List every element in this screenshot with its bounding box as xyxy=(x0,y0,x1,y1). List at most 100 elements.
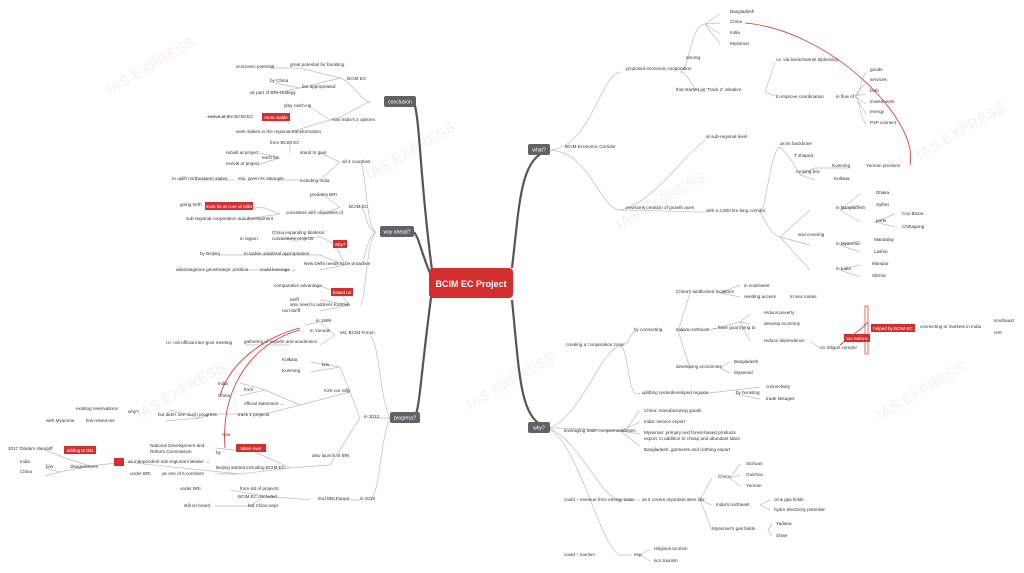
branch-way-ahead[interactable]: way ahead? xyxy=(380,226,414,237)
conclusion-subtree: BCIM EC great potential for boosting eco… xyxy=(208,62,375,134)
svg-text:on Siliguri corridor: on Siliguri corridor xyxy=(820,345,857,350)
branch-conclusion[interactable]: conclusion xyxy=(384,96,416,107)
svg-text:envisions creation of growth a: envisions creation of growth axes xyxy=(626,205,695,210)
svg-text:T shaped: T shaped xyxy=(794,153,814,158)
svg-text:China: China xyxy=(730,19,742,24)
svg-text:India: India xyxy=(218,381,228,386)
svg-text:taken over: taken over xyxy=(240,446,262,451)
svg-text:from list of projects: from list of projects xyxy=(240,486,279,491)
svg-text:way ahead?: way ahead? xyxy=(384,230,411,236)
svg-text:hydro electricity potential: hydro electricity potential xyxy=(774,507,825,512)
note-red-small xyxy=(114,458,124,466)
svg-text:IAS EXPRESS: IAS EXPRESS xyxy=(104,34,199,99)
note-based-on: based on xyxy=(331,288,353,296)
svg-text:connecting to markets in India: connecting to markets in India xyxy=(920,324,981,329)
svg-text:leveraging trade complementari: leveraging trade complementarities xyxy=(564,428,636,433)
svg-text:energy: energy xyxy=(870,109,885,114)
svg-text:connectivity: connectivity xyxy=(766,384,791,389)
svg-text:to tackle unilateral appropria: to tackle unilateral appropriation xyxy=(244,251,310,256)
svg-text:Sichuan: Sichuan xyxy=(746,461,763,466)
note-taken-over: taken over xyxy=(236,444,266,452)
svg-text:in Myanmar: in Myanmar xyxy=(836,241,860,246)
svg-text:i.e. via backchannel diplomacy: i.e. via backchannel diplomacy xyxy=(776,57,839,62)
svg-text:based on: based on xyxy=(333,290,352,295)
svg-text:why?: why? xyxy=(533,426,545,432)
svg-text:in India: in India xyxy=(836,266,851,271)
svg-text:track 1 projects: track 1 projects xyxy=(238,412,270,417)
svg-text:Guizhou: Guizhou xyxy=(746,472,764,477)
svg-text:esp.: esp. xyxy=(634,552,643,557)
svg-text:b/w: b/w xyxy=(46,464,54,469)
svg-text:India: India xyxy=(20,459,30,464)
svg-text:Mandalay: Mandalay xyxy=(874,237,895,242)
svg-text:trade linkages: trade linkages xyxy=(766,396,795,401)
svg-text:Myanmar: primary and forest-ba: Myanmar: primary and forest-based produc… xyxy=(644,430,736,435)
svg-text:Bangladesh: Bangladesh xyxy=(734,359,759,364)
why-subtree: creating a 'cooperation zone' by connect… xyxy=(564,283,1015,563)
svg-text:but China says: but China says xyxy=(248,503,279,508)
svg-text:southeast: southeast xyxy=(994,318,1015,323)
svg-text:BCIM EC Project: BCIM EC Project xyxy=(435,279,506,289)
svg-text:by connecting: by connecting xyxy=(634,327,663,332)
svg-text:India's northeast: India's northeast xyxy=(676,327,710,332)
svg-text:disagreement: disagreement xyxy=(70,464,99,469)
svg-text:non-tariff: non-tariff xyxy=(282,308,301,313)
svg-text:tariff: tariff xyxy=(290,297,300,302)
svg-text:China: manufacturing goods: China: manufacturing goods xyxy=(644,408,702,413)
svg-text:that started as 'Track 2' init: that started as 'Track 2' initiative xyxy=(676,87,742,92)
svg-text:each for: each for xyxy=(262,155,279,160)
svg-text:needing access: needing access xyxy=(744,294,777,299)
svg-text:Lashio: Lashio xyxy=(874,249,888,254)
svg-text:as one of 6 corridors: as one of 6 corridors xyxy=(162,471,205,476)
svg-text:esp. given its attempts: esp. given its attempts xyxy=(238,176,284,181)
svg-text:proposed economic cooperation: proposed economic cooperation xyxy=(626,66,692,71)
svg-text:by Beijing: by Beijing xyxy=(200,251,220,256)
svg-text:as it covers important sites l: as it covers important sites like xyxy=(642,497,705,502)
svg-text:Myanmar: Myanmar xyxy=(730,41,750,46)
svg-text:BCIM EC: BCIM EC xyxy=(347,76,367,81)
svg-text:running b/w: running b/w xyxy=(796,169,820,174)
svg-text:India: service export: India: service export xyxy=(644,419,686,424)
svg-text:from: from xyxy=(244,387,253,392)
svg-text:oil & gas fields: oil & gas fields xyxy=(774,497,804,502)
svg-text:existing reservations: existing reservations xyxy=(76,406,119,411)
note-why: why? xyxy=(333,240,347,248)
svg-text:in southwest: in southwest xyxy=(744,283,770,288)
svg-text:developing economies: developing economies xyxy=(676,364,722,369)
svg-text:K2K car rally: K2K car rally xyxy=(324,388,351,393)
svg-text:Kunming: Kunming xyxy=(282,368,301,373)
branch-progress[interactable]: progress? xyxy=(390,412,420,423)
svg-text:and covering: and covering xyxy=(798,232,825,237)
svg-text:with a 2,800 km-long corridor: with a 2,800 km-long corridor xyxy=(706,208,766,213)
svg-text:by boosting: by boosting xyxy=(736,390,760,395)
svg-text:services: services xyxy=(870,77,888,82)
svg-text:Yadana: Yadana xyxy=(776,521,792,526)
svg-text:goods: goods xyxy=(870,67,883,72)
svg-text:in Yunnan: in Yunnan xyxy=(310,328,331,333)
svg-text:Silchar: Silchar xyxy=(872,273,887,278)
svg-text:to sea routes: to sea routes xyxy=(790,294,817,299)
note-must-be-core: must be at core of talks xyxy=(205,202,253,210)
svg-text:conclusion: conclusion xyxy=(388,100,412,106)
root-node[interactable]: BCIM EC Project xyxy=(429,268,513,298)
svg-text:2nd BRI Forum: 2nd BRI Forum xyxy=(318,496,349,501)
svg-text:Myanmar: Myanmar xyxy=(734,370,754,375)
edges xyxy=(44,13,912,562)
branch-why[interactable]: why? xyxy=(528,422,550,433)
svg-text:why?: why? xyxy=(335,242,346,247)
svg-text:Kolkata: Kolkata xyxy=(282,357,298,362)
svg-text:i.e. not official inter-govt m: i.e. not official inter-govt meeting xyxy=(166,340,232,345)
svg-text:must be at core of talks: must be at core of talks xyxy=(206,204,253,209)
svg-text:BCIM EC excluded: BCIM EC excluded xyxy=(238,494,277,499)
svg-text:Reform Commission: Reform Commission xyxy=(150,449,192,454)
svg-text:play catch-up: play catch-up xyxy=(284,103,312,108)
svg-text:Cox Bazar: Cox Bazar xyxy=(902,211,924,216)
svg-text:in 1999: in 1999 xyxy=(316,318,332,323)
branch-what[interactable]: what? xyxy=(528,144,550,155)
svg-text:as part of BRI strategy: as part of BRI strategy xyxy=(250,90,296,95)
svg-text:could ↑ revenue from energy tr: could ↑ revenue from energy trade xyxy=(564,497,634,502)
svg-text:P2P connect: P2P connect xyxy=(870,120,897,125)
svg-text:Beijing started including BCIM: Beijing started including BCIM EC xyxy=(216,465,286,470)
svg-text:develop economy: develop economy xyxy=(764,321,801,326)
